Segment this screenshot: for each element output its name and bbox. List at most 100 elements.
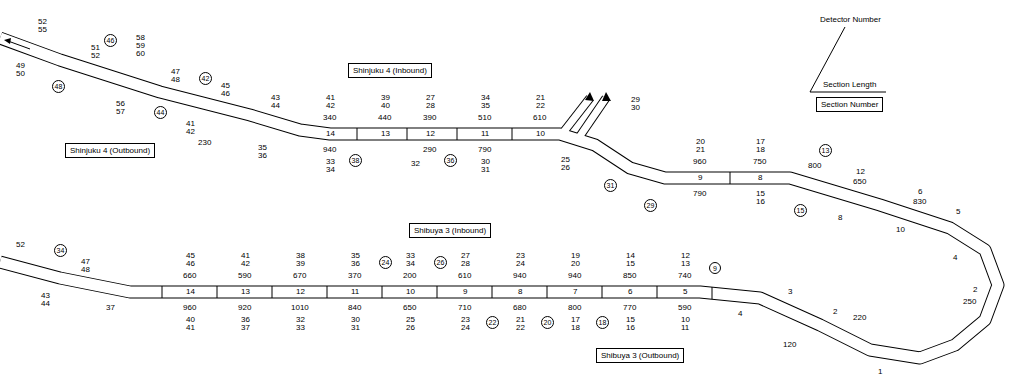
road-number: 35 bbox=[350, 252, 361, 260]
ramp-circle: 31 bbox=[604, 179, 617, 192]
road-number: 23 bbox=[515, 252, 526, 260]
road-number: 38 bbox=[295, 252, 306, 260]
road-number: 18 bbox=[755, 146, 766, 154]
road-number: 790 bbox=[477, 146, 492, 154]
road-number: 740 bbox=[677, 272, 692, 280]
road-number: 12 bbox=[425, 130, 436, 138]
ramp-number: 46 bbox=[107, 37, 115, 44]
legend-label: Detector Number bbox=[819, 16, 882, 24]
section-tick bbox=[217, 286, 218, 298]
section-tick bbox=[457, 128, 458, 140]
ramp-circle: 46 bbox=[104, 34, 117, 47]
road-number: 390 bbox=[422, 114, 437, 122]
road-number: 45 bbox=[220, 82, 231, 90]
road-number: 26 bbox=[405, 324, 416, 332]
road-number: 27 bbox=[460, 252, 471, 260]
road-number: 31 bbox=[480, 166, 491, 174]
road-number: 25 bbox=[405, 316, 416, 324]
road-number: 14 bbox=[625, 252, 636, 260]
road-number: 34 bbox=[405, 260, 416, 268]
road-number: 18 bbox=[570, 324, 581, 332]
box-text: Shinjuku 4 (Outbound) bbox=[70, 146, 150, 155]
road-number: 46 bbox=[185, 260, 196, 268]
ramp-number: 36 bbox=[447, 157, 455, 164]
road-number: 42 bbox=[325, 102, 336, 110]
road-number: 650 bbox=[852, 178, 867, 186]
route-name-box: Shibuya 3 (Outbound) bbox=[596, 348, 684, 363]
road-number: 44 bbox=[40, 300, 51, 308]
road-number: 24 bbox=[460, 324, 471, 332]
road-number: 44 bbox=[270, 102, 281, 110]
ramp-arrowhead bbox=[602, 92, 611, 101]
road-number: 52 bbox=[37, 18, 48, 26]
section-tick bbox=[382, 286, 383, 298]
section-tick bbox=[730, 172, 731, 184]
road-number: 4 bbox=[952, 254, 958, 262]
ramp-inner bbox=[580, 98, 606, 136]
road-number: 750 bbox=[752, 158, 767, 166]
ramp-circle: 48 bbox=[52, 80, 65, 93]
box-text: Shibuya 3 (Outbound) bbox=[601, 351, 679, 360]
road-number: 3 bbox=[787, 288, 793, 296]
road-number: 40 bbox=[185, 316, 196, 324]
road-number: 19 bbox=[570, 252, 581, 260]
road-number: 31 bbox=[350, 324, 361, 332]
road-number: 13 bbox=[240, 288, 251, 296]
ramp-circle: 36 bbox=[444, 154, 457, 167]
road-number: 39 bbox=[380, 94, 391, 102]
road-number: 680 bbox=[512, 304, 527, 312]
road-number: 43 bbox=[40, 292, 51, 300]
road-number: 10 bbox=[895, 226, 906, 234]
road-number: 41 bbox=[325, 94, 336, 102]
route-name-box: Shinjuku 4 (Inbound) bbox=[348, 63, 432, 78]
road-number: 58 bbox=[135, 34, 146, 42]
road-number: 1 bbox=[877, 368, 883, 376]
road-number: 840 bbox=[347, 304, 362, 312]
road-number: 47 bbox=[170, 68, 181, 76]
ramp-number: 26 bbox=[437, 259, 445, 266]
road-number: 29 bbox=[630, 96, 641, 104]
road-number: 39 bbox=[295, 260, 306, 268]
road-number: 33 bbox=[295, 324, 306, 332]
road-number: 370 bbox=[347, 272, 362, 280]
road-number: 5 bbox=[955, 208, 961, 216]
road-number: 52 bbox=[90, 52, 101, 60]
road-number: 250 bbox=[962, 298, 977, 306]
box-text: Shinjuku 4 (Inbound) bbox=[353, 66, 427, 75]
route-name-box: Shinjuku 4 (Outbound) bbox=[65, 143, 155, 158]
road-number: 610 bbox=[457, 272, 472, 280]
road-number: 7 bbox=[572, 288, 578, 296]
road-number: 48 bbox=[80, 266, 91, 274]
ramp-circle: 22 bbox=[486, 316, 499, 329]
flow-arrowhead bbox=[4, 38, 11, 44]
legend-section-box: Section Number bbox=[816, 97, 883, 112]
road-number: 660 bbox=[182, 272, 197, 280]
road-number: 22 bbox=[535, 102, 546, 110]
road-number: 30 bbox=[480, 158, 491, 166]
ramp-circle: 18 bbox=[596, 316, 609, 329]
route-name-box: Shibuya 3 (Inbound) bbox=[409, 223, 491, 238]
road-outline bbox=[0, 38, 998, 358]
road-number: 34 bbox=[480, 94, 491, 102]
ramp-circle: 26 bbox=[434, 256, 447, 269]
road-number: 35 bbox=[480, 102, 491, 110]
road-number: 42 bbox=[240, 260, 251, 268]
section-tick bbox=[602, 286, 603, 298]
road-number: 21 bbox=[535, 94, 546, 102]
road-number: 8 bbox=[757, 174, 763, 182]
road-number: 2 bbox=[832, 308, 838, 316]
road-number: 8 bbox=[517, 288, 523, 296]
road-number: 12 bbox=[295, 288, 306, 296]
road-number: 43 bbox=[270, 94, 281, 102]
road-number: 30 bbox=[630, 104, 641, 112]
section-tick bbox=[357, 128, 358, 140]
ramp-number: 31 bbox=[607, 182, 615, 189]
box-text: Section Number bbox=[821, 100, 878, 109]
road-number: 10 bbox=[680, 316, 691, 324]
road-number: 56 bbox=[115, 100, 126, 108]
road-number: 34 bbox=[325, 166, 336, 174]
road-number: 13 bbox=[380, 130, 391, 138]
road-number: 48 bbox=[170, 76, 181, 84]
road-number: 41 bbox=[185, 120, 196, 128]
road-number: 11 bbox=[350, 288, 360, 296]
